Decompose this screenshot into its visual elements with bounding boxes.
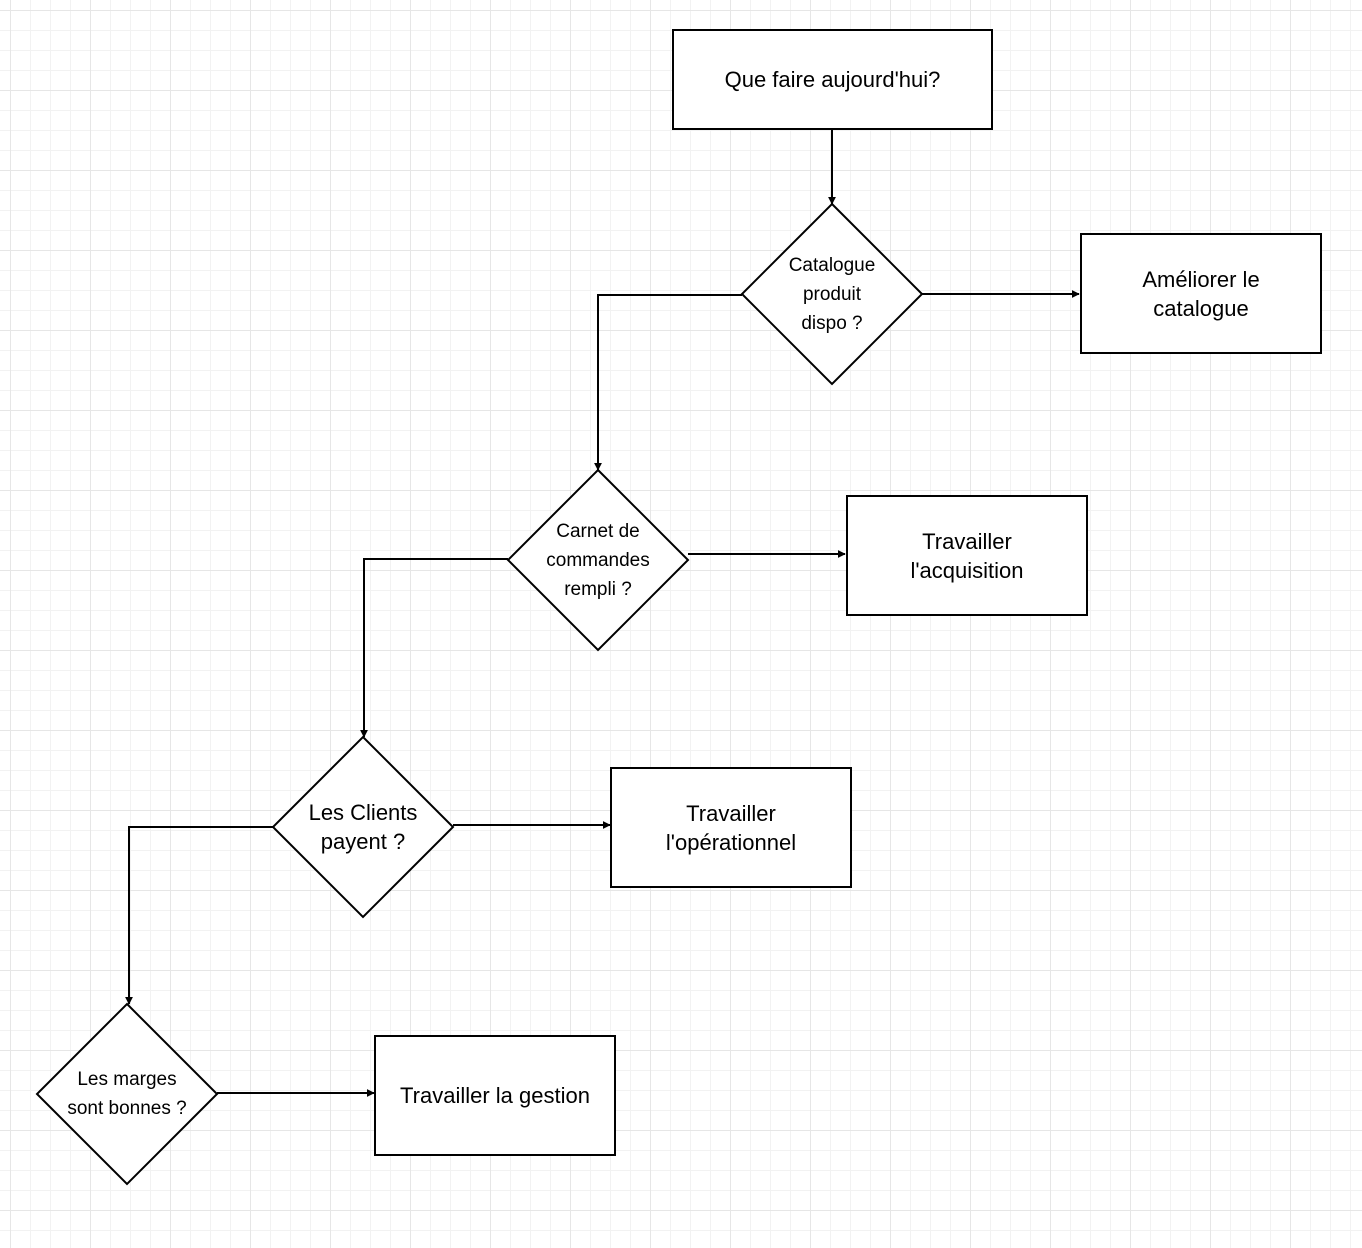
action-box-gestion-label: Travailler la gestion <box>400 1083 590 1108</box>
decision-label-carnet-line-3: rempli ? <box>564 578 632 600</box>
connector-clients-to-marges <box>125 826 273 1005</box>
decision-label-carnet-line-1: Carnet de <box>556 520 640 542</box>
decision-label-carnet-line-2: commandes <box>546 549 650 571</box>
start-box-label: Que faire aujourd'hui? <box>724 67 941 92</box>
decision-label-marges: Les marges sont bonnes ? <box>47 1024 207 1164</box>
decision-diamond-clients[interactable] <box>271 735 455 919</box>
decision-label-marges-line-2: sont bonnes ? <box>67 1098 187 1119</box>
decision-label-carnet: Carnet de commandes rempli ? <box>528 490 668 630</box>
connector-catalogue-to-carnet <box>594 294 742 471</box>
action-box-operationnel-line-1: Travailler <box>686 800 776 826</box>
decision-label-clients-line-2: payent ? <box>320 829 406 854</box>
decision-label-marges-line-1: Les marges <box>77 1069 177 1090</box>
start-box[interactable]: Que faire aujourd'hui? <box>672 29 993 130</box>
decision-label-catalogue: Catalogue produit dispo ? <box>762 224 902 364</box>
action-box-operationnel-line-2: l'opérationnel <box>665 829 797 855</box>
decision-label-catalogue-line-3: dispo ? <box>801 312 863 334</box>
action-box-ameliorer-catalogue[interactable]: Améliorer le catalogue <box>1080 233 1322 354</box>
action-box-ameliorer-catalogue-line-1: Améliorer le <box>1142 266 1260 292</box>
decision-diamond-carnet[interactable] <box>506 468 690 652</box>
decision-label-clients-line-1: Les Clients <box>308 800 418 825</box>
connector-carnet-to-clients <box>360 558 508 738</box>
action-box-operationnel[interactable]: Travailler l'opérationnel <box>610 767 852 888</box>
decision-label-catalogue-line-2: produit <box>802 283 862 305</box>
action-box-acquisition-line-2: l'acquisition <box>910 557 1024 583</box>
action-box-ameliorer-catalogue-line-2: catalogue <box>1153 295 1249 321</box>
action-box-acquisition-line-1: Travailler <box>922 528 1012 554</box>
action-box-gestion[interactable]: Travailler la gestion <box>374 1035 616 1156</box>
decision-diamond-marges[interactable] <box>35 1002 219 1186</box>
decision-label-catalogue-line-1: Catalogue <box>788 254 876 276</box>
decision-diamond-catalogue[interactable] <box>740 202 924 386</box>
action-box-acquisition[interactable]: Travailler l'acquisition <box>846 495 1088 616</box>
decision-label-clients: Les Clients payent ? <box>283 757 443 897</box>
